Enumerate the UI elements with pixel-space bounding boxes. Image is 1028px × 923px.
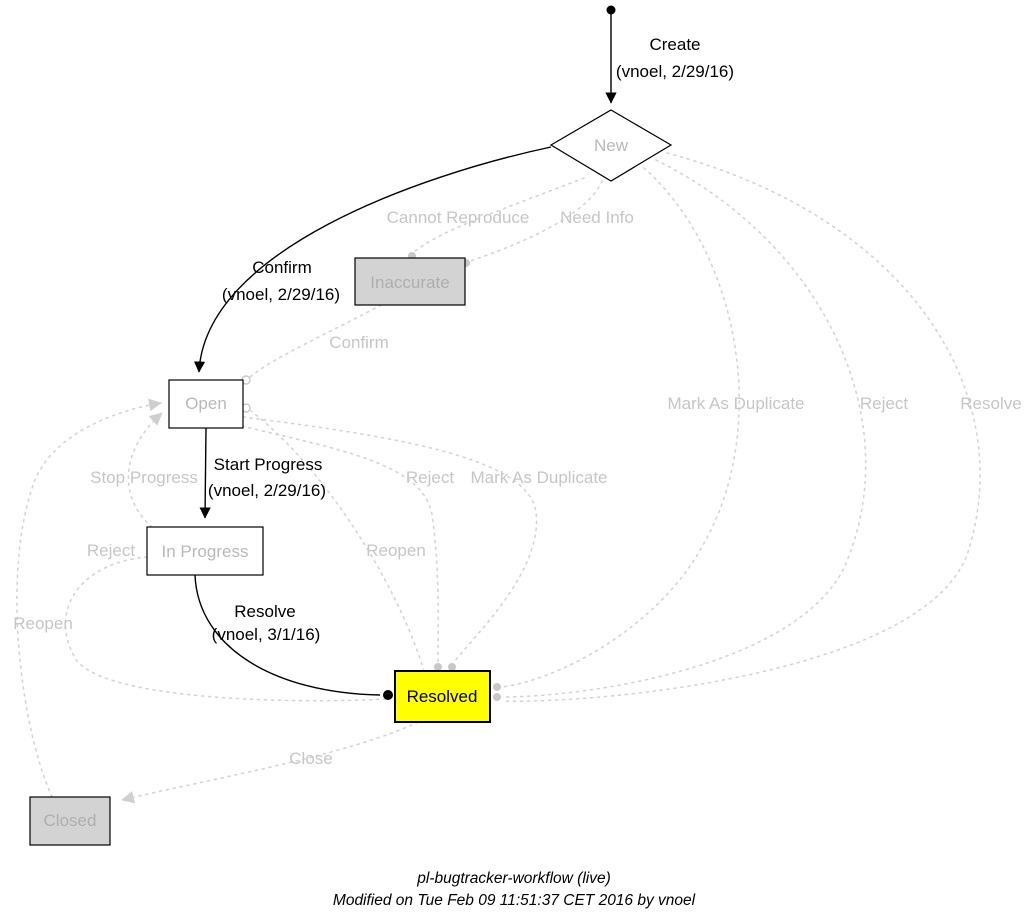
edge-endpoint-dot — [434, 663, 442, 671]
edge-endpoint-dot — [448, 663, 456, 671]
edge-resolve-new-label: Resolve — [960, 394, 1021, 413]
edge-start-progress-label: Start Progress — [214, 455, 323, 474]
edge-mark-as-duplicate-new-label: Mark As Duplicate — [668, 394, 805, 413]
diagram-title: pl-bugtracker-workflow (live) — [416, 870, 611, 887]
node-closed-label: Closed — [44, 811, 97, 830]
edge-mark-as-duplicate-new — [501, 167, 740, 688]
edge-reject-in-progress-label: Reject — [87, 541, 135, 560]
edge-resolve-new — [501, 152, 981, 702]
edge-resolve — [194, 574, 381, 696]
resolve-endpoint-dot — [383, 690, 393, 700]
edge-endpoint-dot — [493, 683, 501, 691]
edge-cannot-reproduce-label: Cannot Reproduce — [387, 208, 530, 227]
node-new — [549, 109, 673, 182]
node-new-label: New — [594, 136, 629, 155]
edge-confirm — [193, 146, 552, 373]
edge-stop-progress — [127, 412, 163, 528]
start-node — [606, 5, 616, 15]
node-closed — [29, 796, 111, 846]
edge-reject-open-label: Reject — [406, 468, 454, 487]
edge-confirm-inaccurate-label: Confirm — [329, 333, 389, 352]
edge-start-progress — [199, 427, 211, 519]
edge-close-label: Close — [289, 749, 332, 768]
edge-reject-new-label: Reject — [860, 394, 908, 413]
edge-need-info-label: Need Info — [560, 208, 634, 227]
edge-confirm-label: Confirm — [252, 258, 312, 277]
edge-create-meta: (vnoel, 2/29/16) — [616, 62, 734, 81]
node-resolved — [394, 670, 491, 723]
edge-reopen-resolved — [250, 410, 425, 672]
edge-mark-as-duplicate-open-label: Mark As Duplicate — [471, 468, 608, 487]
edge-confirm-inaccurate — [249, 304, 382, 378]
edge-start-progress-meta: (vnoel, 2/29/16) — [208, 481, 326, 500]
edge-resolve-meta: (vnoel, 3/1/16) — [212, 625, 321, 644]
node-resolved-label: Resolved — [407, 687, 478, 706]
edge-need-info — [469, 180, 603, 262]
node-in-progress — [146, 526, 264, 576]
edge-endpoint-dot — [493, 693, 501, 701]
edge-resolve-label: Resolve — [234, 602, 295, 621]
node-inaccurate — [354, 257, 466, 306]
edge-create-label: Create — [649, 35, 700, 54]
edge-close — [121, 721, 419, 804]
node-open-label: Open — [185, 394, 227, 413]
node-open — [168, 379, 244, 429]
edge-confirm-meta: (vnoel, 2/29/16) — [222, 285, 340, 304]
edge-reopen-closed — [16, 398, 162, 798]
diagram-modified-note: Modified on Tue Feb 09 11:51:37 CET 2016… — [333, 892, 696, 909]
node-inaccurate-label: Inaccurate — [370, 273, 449, 292]
edge-reject-open — [241, 425, 440, 663]
edge-stop-progress-label: Stop Progress — [90, 468, 198, 487]
edge-reject-new — [501, 159, 867, 698]
node-in-progress-label: In Progress — [162, 542, 249, 561]
edge-reopen-closed-label: Reopen — [13, 614, 73, 633]
edge-reject-in-progress — [64, 556, 387, 702]
edge-mark-as-duplicate-open — [242, 416, 538, 663]
edge-reopen-resolved-label: Reopen — [366, 541, 426, 560]
